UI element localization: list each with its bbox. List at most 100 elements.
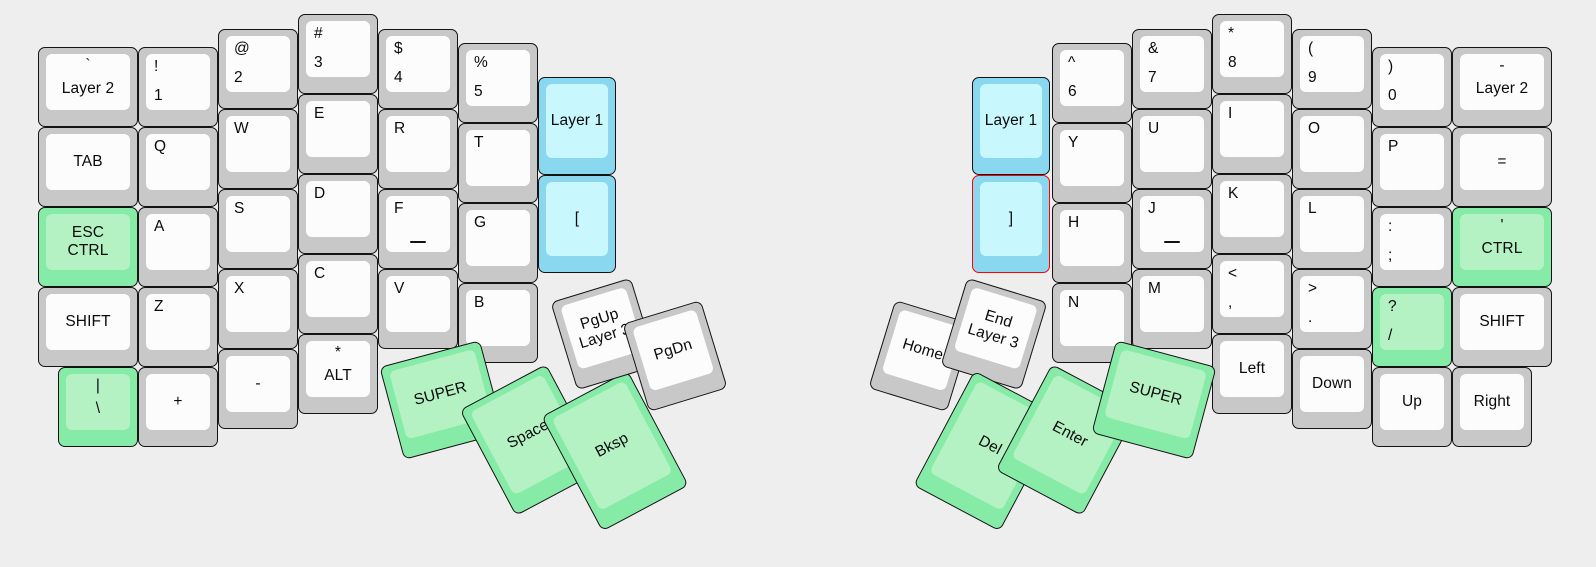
- key-legend-top: U: [1148, 120, 1160, 137]
- key-r-c6-r0[interactable]: -Layer 2: [1452, 47, 1552, 127]
- key-l-c4-r3[interactable]: V: [378, 269, 458, 349]
- keycap-l-c2-r1: W: [226, 116, 290, 172]
- keycap-r-c1-r2: H: [1060, 210, 1124, 266]
- key-legend-bottom: =: [1497, 153, 1507, 171]
- key-r-c0-r1[interactable]: ]: [972, 175, 1050, 273]
- key-r-c2-r2[interactable]: J: [1132, 189, 1212, 269]
- keycap-l-c4-r3: V: [386, 276, 450, 332]
- key-r-c3-r4[interactable]: Left: [1212, 334, 1292, 414]
- key-l-c4-r1[interactable]: R: [378, 109, 458, 189]
- key-l-c1-r2[interactable]: A: [138, 207, 218, 287]
- key-legend-bottom: 6: [1068, 83, 1077, 101]
- key-l-c6-r0[interactable]: Layer 1: [538, 77, 616, 175]
- key-legend-top: ?: [1388, 298, 1397, 315]
- key-r-c0-r0[interactable]: Layer 1: [972, 77, 1050, 175]
- key-legend-top: W: [234, 120, 249, 137]
- key-legend-bottom: Bksp: [592, 429, 632, 461]
- key-legend-bottom: Del: [975, 432, 1005, 459]
- key-legend-top: #: [314, 25, 323, 42]
- key-l-c3-r4[interactable]: *ALT: [298, 334, 378, 414]
- keycap-l-c6-r0: Layer 1: [546, 84, 608, 158]
- key-l-c3-r1[interactable]: E: [298, 94, 378, 174]
- key-legend-bottom: 9: [1308, 69, 1317, 87]
- keycap-l-c4-r1: R: [386, 116, 450, 172]
- homing-bar-icon: [410, 240, 426, 243]
- key-r-c1-r3[interactable]: N: [1052, 283, 1132, 363]
- key-l-c5-r1[interactable]: T: [458, 123, 538, 203]
- key-legend-top: R: [394, 120, 406, 137]
- key-l-c4-r2[interactable]: F: [378, 189, 458, 269]
- key-r-c5-r4[interactable]: Up: [1372, 367, 1452, 447]
- keycap-r-c2-r1: U: [1140, 116, 1204, 172]
- keycap-l-c0-r0: `Layer 2: [46, 54, 130, 110]
- key-l-c2-r2[interactable]: S: [218, 189, 298, 269]
- key-r-c5-r2[interactable]: :;: [1372, 207, 1452, 287]
- key-legend-top: -: [255, 375, 261, 393]
- key-l-c5-r0[interactable]: %5: [458, 43, 538, 123]
- key-legend-bottom: CTRL: [67, 242, 109, 259]
- key-legend-top: L: [1308, 200, 1317, 217]
- key-r-c1-r0[interactable]: ^6: [1052, 43, 1132, 123]
- key-r-c1-r1[interactable]: Y: [1052, 123, 1132, 203]
- key-l-c3-r3[interactable]: C: [298, 254, 378, 334]
- key-l-c2-r0[interactable]: @2: [218, 29, 298, 109]
- key-r-c3-r2[interactable]: K: [1212, 174, 1292, 254]
- key-legend-top: K: [1228, 185, 1239, 202]
- key-l-c2-r3[interactable]: X: [218, 269, 298, 349]
- key-legend-bottom: CTRL: [1481, 239, 1523, 257]
- key-legend-bottom: 4: [394, 69, 403, 87]
- key-r-c1-r2[interactable]: H: [1052, 203, 1132, 283]
- keycap-r-c5-r2: :;: [1380, 214, 1444, 270]
- key-l-c1-r0[interactable]: !1: [138, 47, 218, 127]
- key-legend-top: A: [154, 218, 165, 235]
- key-l-c1-r4[interactable]: +: [138, 367, 218, 447]
- key-r-c2-r0[interactable]: &7: [1132, 29, 1212, 109]
- key-legend-top: Q: [154, 138, 167, 155]
- key-r-c6-r1[interactable]: =: [1452, 127, 1552, 207]
- key-r-c4-r3[interactable]: >.: [1292, 269, 1372, 349]
- key-l-c1-r1[interactable]: Q: [138, 127, 218, 207]
- key-l-c2-r4[interactable]: -: [218, 349, 298, 429]
- key-r-c4-r1[interactable]: O: [1292, 109, 1372, 189]
- key-l-c6-r1[interactable]: [: [538, 175, 616, 273]
- key-r-c5-r0[interactable]: )0: [1372, 47, 1452, 127]
- keycap-r-c0-r0: Layer 1: [980, 84, 1042, 158]
- key-l-c3-r0[interactable]: #3: [298, 14, 378, 94]
- key-r-c5-r1[interactable]: P: [1372, 127, 1452, 207]
- key-legend-top: P: [1388, 138, 1399, 155]
- key-r-c6-r4[interactable]: Right: [1452, 367, 1532, 447]
- key-l-c2-r1[interactable]: W: [218, 109, 298, 189]
- key-l-c1-r3[interactable]: Z: [138, 287, 218, 367]
- key-legend-top: >: [1308, 280, 1318, 297]
- key-r-c3-r0[interactable]: *8: [1212, 14, 1292, 94]
- key-l-c0-r1[interactable]: TAB: [38, 127, 138, 207]
- key-r-c3-r3[interactable]: <,: [1212, 254, 1292, 334]
- keycap-r-c3-r2: K: [1220, 181, 1284, 237]
- key-legend-bottom: SUPER: [412, 378, 469, 409]
- key-legend-top: X: [234, 280, 245, 297]
- keycap-r-c5-r1: P: [1380, 134, 1444, 190]
- key-legend-top: Z: [154, 298, 164, 315]
- key-l-c0-r0[interactable]: `Layer 2: [38, 47, 138, 127]
- key-r-c4-r2[interactable]: L: [1292, 189, 1372, 269]
- keycap-r-c6-r3: SHIFT: [1460, 294, 1544, 350]
- key-l-c5-r2[interactable]: G: [458, 203, 538, 283]
- key-r-c2-r1[interactable]: U: [1132, 109, 1212, 189]
- key-r-c4-r4[interactable]: Down: [1292, 349, 1372, 429]
- key-legend-bottom: Down: [1311, 375, 1353, 393]
- key-r-c3-r1[interactable]: I: [1212, 94, 1292, 174]
- key-legend-top: D: [314, 185, 326, 202]
- key-r-c5-r3[interactable]: ?/: [1372, 287, 1452, 367]
- key-r-c6-r2[interactable]: 'CTRL: [1452, 207, 1552, 287]
- key-r-c6-r3[interactable]: SHIFT: [1452, 287, 1552, 367]
- key-r-c2-r3[interactable]: M: [1132, 269, 1212, 349]
- key-l-c0-r4[interactable]: |\: [58, 367, 138, 447]
- key-l-c4-r0[interactable]: $4: [378, 29, 458, 109]
- key-l-c3-r2[interactable]: D: [298, 174, 378, 254]
- key-legend-top: F: [394, 200, 404, 217]
- key-r-c4-r0[interactable]: (9: [1292, 29, 1372, 109]
- key-l-c0-r3[interactable]: SHIFT: [38, 287, 138, 367]
